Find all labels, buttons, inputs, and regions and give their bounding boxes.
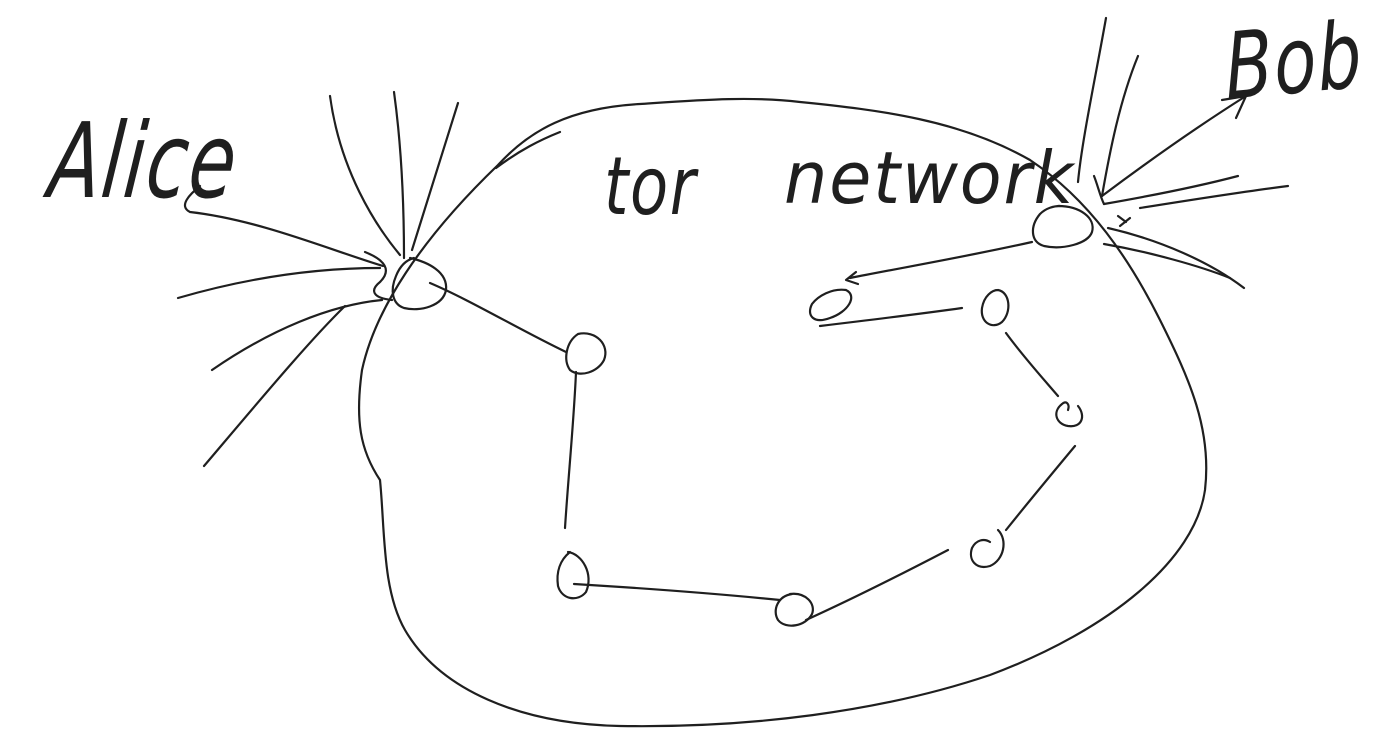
relay-node (774, 592, 814, 627)
alice-radial-line (328, 94, 402, 257)
circuit-edge (804, 548, 950, 622)
arrow-head (1220, 94, 1248, 120)
alice-radial-line (210, 298, 384, 372)
circuit-edge (428, 281, 568, 354)
circuit-edge (1004, 444, 1077, 532)
tor-label: tor (604, 140, 697, 233)
network-label: network (784, 136, 1076, 220)
alice-radial-line (363, 250, 394, 302)
network-boundary (357, 97, 1208, 728)
relay-node (980, 288, 1010, 327)
alice-radial-line (392, 90, 406, 260)
boundary-fragment (494, 130, 562, 170)
relay-node (1055, 401, 1084, 428)
bob-radial-line (1076, 16, 1108, 184)
relay-node (969, 528, 1005, 568)
bob-radial-line (1138, 184, 1290, 210)
alice-guard-node (391, 256, 448, 311)
circuit-edge (572, 582, 782, 602)
bob-radial-line (1116, 214, 1132, 228)
alice-radial-line (176, 266, 382, 300)
circuit-edge (563, 370, 578, 530)
bob-radial-line (1100, 54, 1140, 198)
circuit-edge (818, 306, 964, 328)
bob-radial-line (1106, 226, 1246, 290)
alice-radial-line (202, 304, 347, 468)
bob-radial-line (1102, 174, 1240, 206)
bob-radial-line (1102, 242, 1232, 280)
relay-node (808, 288, 853, 322)
bob-exit-node (1031, 204, 1094, 249)
arrow-head (844, 270, 860, 286)
alice-label: Alice (44, 100, 244, 222)
relay-node (565, 332, 607, 375)
bob-arrow-line (1100, 94, 1248, 198)
circuit-edge (848, 240, 1034, 280)
bob-radial-line (1092, 174, 1106, 206)
alice-radial-line (410, 101, 460, 252)
bob-label: Bob (1222, 1, 1366, 121)
circuit-edge (1004, 331, 1060, 398)
alice-arrow-line (183, 184, 385, 268)
relay-node (556, 550, 590, 600)
